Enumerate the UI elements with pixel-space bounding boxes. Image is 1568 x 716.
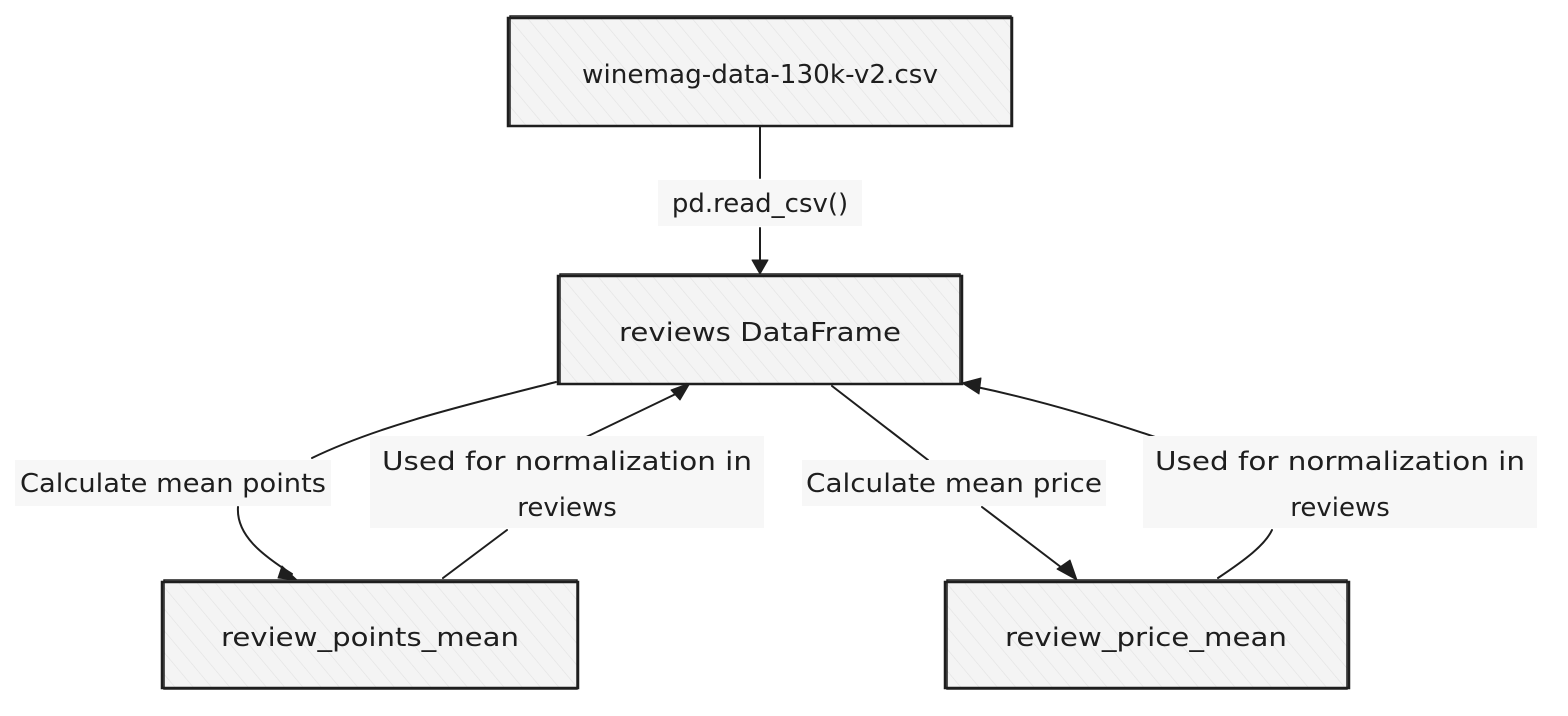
arrowhead-read-csv [751,259,769,275]
edge-label-calc-points: Calculate mean points [15,460,331,506]
arrowhead-norm-price [961,377,982,395]
node-review-points-mean-label: review_points_mean [221,623,519,653]
node-box [556,274,964,386]
edge-label-bg [370,436,764,528]
edge-label-bg [802,460,1106,506]
arrowhead-calc-price [1056,559,1078,581]
edge-label-read-csv: pd.read_csv() [658,180,862,226]
edge-label-norm-price: Used for normalization in reviews [1143,436,1537,528]
node-review-price-mean-label: review_price_mean [1005,623,1287,653]
edge-label-calc-price: Calculate mean price [802,460,1106,506]
edge-label-calc-price-text: Calculate mean price [806,469,1102,499]
edge-label-read-csv-text: pd.read_csv() [672,189,848,219]
node-review-points-mean[interactable]: review_points_mean [160,579,580,690]
edge-norm-points [442,389,685,579]
edge-label-norm-price-line2: reviews [1290,493,1390,523]
edge-label-norm-points-line1: Used for normalization in [382,447,752,477]
node-review-price-mean[interactable]: review_price_mean [943,579,1351,690]
node-csv-file-label: winemag-data-130k-v2.csv [582,60,938,90]
edge-calc-price [831,385,1071,575]
node-box [506,16,1014,128]
arrowhead-calc-points [277,565,298,581]
edge-label-norm-price-line1: Used for normalization in [1155,447,1525,477]
node-box-outline [509,15,1012,127]
edge-label-bg [15,460,331,506]
edge-norm-price [971,385,1273,579]
node-reviews-dataframe[interactable]: reviews DataFrame [556,273,964,386]
edge-label-norm-points: Used for normalization in reviews [370,436,764,528]
node-box-outline [559,273,961,385]
node-box-outline [946,579,1348,690]
node-csv-file[interactable]: winemag-data-130k-v2.csv [506,15,1014,128]
node-box [943,580,1351,690]
node-box-outline [163,579,578,690]
node-box [160,580,580,690]
edge-label-bg [658,180,862,226]
edge-label-bg [1143,436,1537,528]
edge-label-norm-points-line2: reviews [517,493,617,523]
arrowhead-norm-points [670,382,691,401]
node-reviews-dataframe-label: reviews DataFrame [619,318,901,348]
edge-label-calc-points-text: Calculate mean points [20,469,326,499]
